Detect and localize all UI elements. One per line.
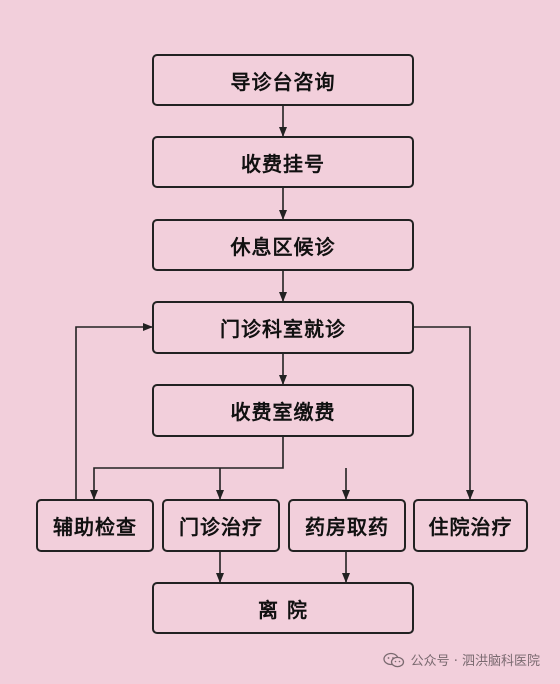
node-auxiliary-exam: 辅助检查	[36, 499, 154, 552]
arrow-exam-back-to-visit	[75, 323, 153, 499]
arrow-visit-to-inpatient	[414, 326, 474, 500]
node-outpatient-treatment: 门诊治疗	[162, 499, 280, 552]
node-outpatient-visit: 门诊科室就诊	[152, 301, 414, 354]
node-registration: 收费挂号	[152, 136, 414, 188]
node-payment: 收费室缴费	[152, 384, 414, 437]
node-guide-desk: 导诊台咨询	[152, 54, 414, 106]
arrow-payment-branch-exam	[90, 437, 284, 500]
node-inpatient-treatment: 住院治疗	[413, 499, 528, 552]
node-discharge: 离 院	[152, 582, 414, 634]
watermark: 公众号 · 泗洪脑科医院	[382, 650, 540, 669]
node-pharmacy: 药房取药	[288, 499, 406, 552]
node-waiting-area: 休息区候诊	[152, 219, 414, 271]
wechat-icon	[382, 652, 404, 667]
watermark-label: 公众号 · 泗洪脑科医院	[410, 654, 540, 669]
